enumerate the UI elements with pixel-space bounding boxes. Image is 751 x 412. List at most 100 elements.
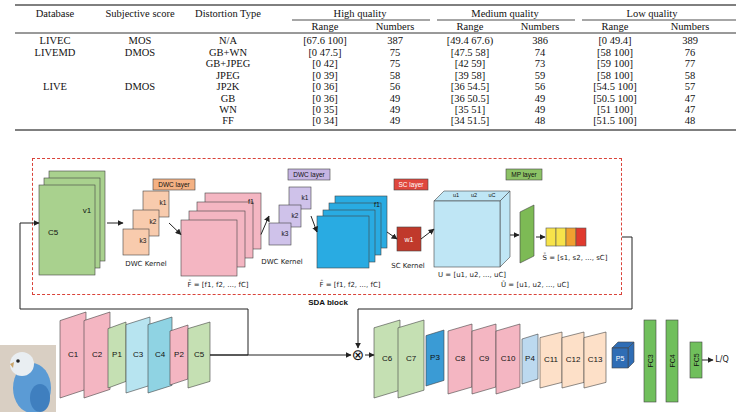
table-cell: 76 xyxy=(685,48,696,59)
table-cell: 75 xyxy=(390,48,401,59)
table-cell: FF xyxy=(222,116,234,127)
table-cell: [0 34] xyxy=(312,116,337,127)
table-cell: 389 xyxy=(682,36,698,47)
shape-face xyxy=(562,332,584,388)
table-cell: 59 xyxy=(535,71,546,82)
connector xyxy=(261,216,269,235)
table-rule xyxy=(292,20,430,21)
layer-tab: SC layer xyxy=(394,179,428,190)
table-cell: LIVEC xyxy=(40,36,71,47)
table-cell: 49 xyxy=(390,94,401,105)
node-label: C9 xyxy=(479,355,489,363)
table-header: Subjective score xyxy=(105,9,174,20)
node-label: k3 xyxy=(282,231,289,238)
table-cell: [0 35] xyxy=(312,105,337,116)
table-cell: JPEG xyxy=(216,71,240,82)
fc-layer: FC5 xyxy=(690,342,702,378)
bird-wing xyxy=(30,384,50,412)
node-label: v1 xyxy=(83,207,91,215)
node-label: FC5 xyxy=(693,353,700,366)
node-label: w1 xyxy=(405,236,414,243)
node-label: C10 xyxy=(501,355,516,363)
connector xyxy=(421,229,434,239)
table-cell: 77 xyxy=(685,59,696,70)
node-label: DWC layer xyxy=(158,181,189,188)
table-header: Range xyxy=(312,22,339,33)
table-cell: 56 xyxy=(535,82,546,93)
vector-cell xyxy=(546,228,556,246)
node-label: C7 xyxy=(406,355,416,363)
table-cell: 58 xyxy=(685,71,696,82)
node-label: C11 xyxy=(544,356,558,364)
node-label: u2 xyxy=(471,193,477,199)
shape-face xyxy=(496,324,520,394)
conv-layer: C8 xyxy=(448,324,472,394)
node-label: P3 xyxy=(430,354,440,362)
shape-face xyxy=(288,169,330,180)
node-label: f1 xyxy=(248,198,254,205)
table-cell: [47.5 58] xyxy=(451,48,490,59)
conv-layer: C11 xyxy=(540,332,562,388)
vector-cell xyxy=(566,228,576,246)
kernel-stack: k1k2k3 xyxy=(123,191,169,255)
table-cell: 49 xyxy=(390,105,401,116)
table-cell: [36 54.5] xyxy=(451,82,490,93)
table-rule xyxy=(437,20,575,21)
table-cell: 47 xyxy=(685,105,696,116)
node-label: P5 xyxy=(616,355,625,362)
diagram-label: DWC Kernel xyxy=(125,261,166,268)
shape-face xyxy=(666,320,678,402)
shape-face xyxy=(500,191,510,267)
node-label: C13 xyxy=(588,356,603,364)
table-cell: [51.5 100] xyxy=(593,116,637,127)
table-header: Database xyxy=(36,9,74,20)
shape-face xyxy=(374,320,400,398)
conv-layer: C13 xyxy=(584,332,606,388)
table-cell: [51 100] xyxy=(597,105,633,116)
table-cell: [67.6 100] xyxy=(303,36,347,47)
table-cell: [0 36] xyxy=(312,94,337,105)
table-header: Numbers xyxy=(671,22,710,33)
shape-face xyxy=(170,325,188,385)
table-cell: MOS xyxy=(129,36,152,47)
output-arrow xyxy=(702,360,713,361)
mp-bar xyxy=(520,205,534,263)
table-cell: [58 100] xyxy=(597,71,633,82)
node-label: k2 xyxy=(150,219,157,226)
shape-face xyxy=(126,317,150,393)
shape-face xyxy=(540,332,562,388)
shape-face xyxy=(394,179,428,190)
shape-face xyxy=(123,229,149,255)
pool-layer: P2 xyxy=(170,325,188,385)
table-cell: [50.5 100] xyxy=(593,94,637,105)
node-label: P2 xyxy=(174,351,184,359)
table-header: Range xyxy=(457,22,484,33)
diagram-label: DWC Kernel xyxy=(261,259,302,266)
diagram-label: SC Kernel xyxy=(391,263,425,270)
feature-map-stack: f1 xyxy=(317,196,387,268)
connector xyxy=(107,223,123,224)
connector xyxy=(311,216,317,232)
node-label: P1 xyxy=(112,351,122,359)
table-cell: 73 xyxy=(535,59,546,70)
image-background xyxy=(0,345,56,412)
feature-map-stack-outline xyxy=(181,193,261,276)
shape-face xyxy=(188,322,210,388)
table-cell: [54.5 100] xyxy=(593,82,637,93)
table-header: Numbers xyxy=(376,22,415,33)
table-cell: GB xyxy=(221,94,236,105)
feature-map-stack: C5v1 xyxy=(39,171,107,275)
connector xyxy=(20,223,248,355)
layer-tab: DWC layer xyxy=(288,169,330,180)
shape-face xyxy=(506,169,542,180)
shape-face xyxy=(108,322,126,388)
node-label: uC xyxy=(488,193,495,199)
layer-tab: DWC layer xyxy=(153,179,195,190)
diagram-label: S̄ = [s1, s2, ..., sC] xyxy=(543,255,608,262)
node-label: ⊗ xyxy=(352,348,365,363)
table-cell: GB+JPEG xyxy=(206,59,250,70)
conv-layer: C2 xyxy=(84,312,110,398)
diagram-label: F̃ = [f1, f2, ..., fC] xyxy=(319,282,380,289)
